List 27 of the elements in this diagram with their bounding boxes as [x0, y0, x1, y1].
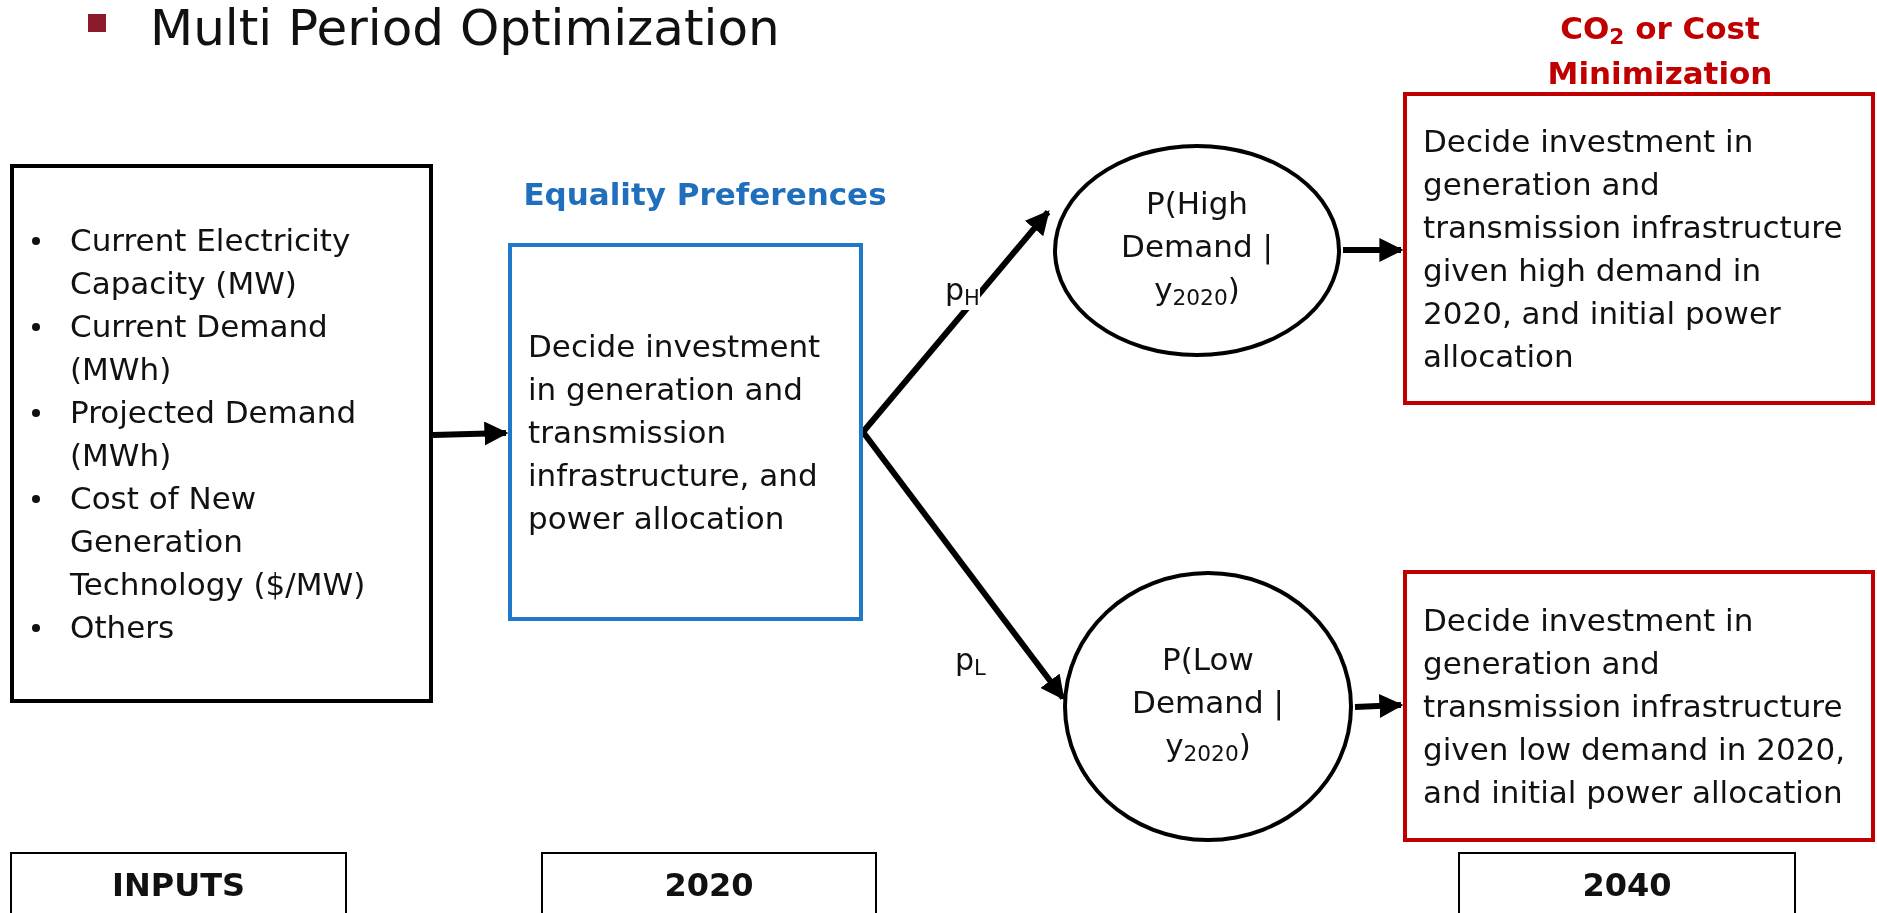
input-list-box [10, 164, 433, 703]
probability-circle [1063, 571, 1353, 842]
arrow [860, 210, 1051, 434]
stage-label-box: 2020 [541, 852, 877, 913]
process-box [1403, 570, 1875, 842]
box-text: Decide investment in generation and transmission infrastructure, and power allocation [528, 326, 822, 538]
process-box [1403, 92, 1875, 405]
arrow [860, 430, 1066, 700]
stage-label-box: INPUTS [10, 852, 347, 913]
circle-text: P(High Demand | y$_{2020}$) [1120, 183, 1274, 313]
box-text: Decide investment in generation and transmission infrastructure given low demand in 2020, and initial power allocation [1423, 600, 1846, 812]
list-item: Cost of New Generation Technology ($/MW) [70, 478, 367, 604]
arrow [1343, 238, 1404, 262]
process-box [508, 243, 863, 621]
probability-circle [1053, 144, 1341, 357]
heading: Equality Preferences [522, 176, 888, 213]
heading: CO$_{2}$ or Cost Minimization [1546, 10, 1774, 93]
list-item: Current Electricity Capacity (MW) [70, 220, 352, 303]
arrow [1354, 693, 1404, 718]
list-item: Current Demand (MWh) [70, 306, 329, 389]
stage-label-box: 2040 [1458, 852, 1796, 913]
circle-text: P(Low Demand | y$_{2020}$) [1131, 639, 1285, 769]
arrow [432, 421, 509, 446]
list-item: Projected Demand (MWh) [70, 392, 358, 475]
box-text: Decide investment in generation and transmission infrastructure given high demand in 2020, and initial power allocation [1423, 121, 1844, 376]
title: Multi Period Optimization [150, 0, 780, 56]
list-item: Others [70, 607, 175, 647]
